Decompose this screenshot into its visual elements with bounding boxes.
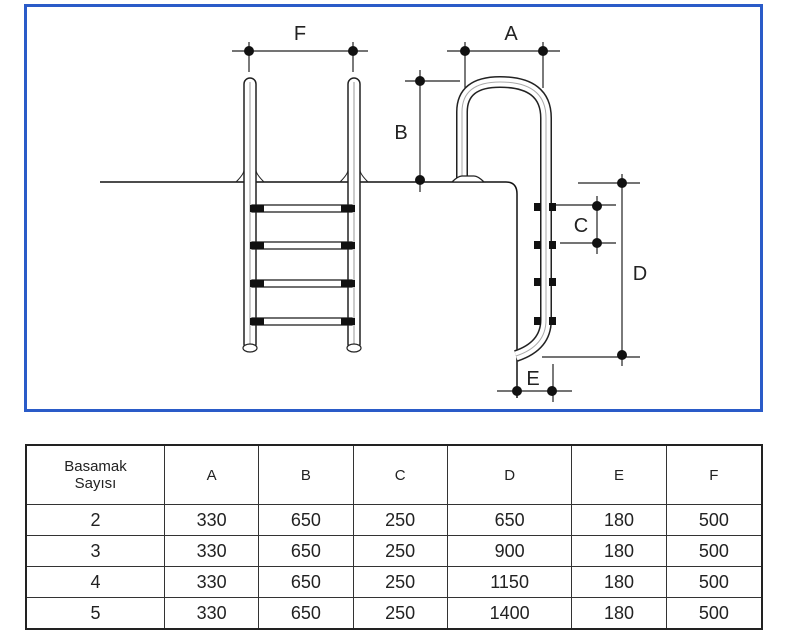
cell-B: 650 [258,504,354,536]
cell-steps: 5 [25,597,165,630]
label-F: F [294,23,306,45]
header-E: E [571,444,667,505]
dimensions-table: Basamak Sayısı A B C D E F 2 330 650 250… [25,444,763,630]
cell-A: 330 [163,504,260,536]
cell-steps: 2 [25,504,165,536]
header-C: C [352,444,448,505]
front-view-ladder [235,77,369,353]
dimension-C: C [556,196,616,254]
header-B: B [258,444,354,505]
cell-D: 650 [446,504,573,536]
cell-steps: 4 [25,566,165,598]
step-bracket [341,242,355,249]
header-A: A [163,444,260,505]
label-D: D [633,263,647,285]
step-bracket [250,318,264,325]
cell-E: 180 [571,504,667,536]
diagram-frame: F A [24,4,763,412]
cell-E: 180 [571,597,667,630]
side-steps [534,203,556,325]
cell-D: 900 [446,535,573,567]
cell-B: 650 [258,597,354,630]
step-bracket [341,318,355,325]
header-step-count: Basamak Sayısı [25,444,165,505]
cell-D: 1400 [446,597,573,630]
step [251,279,353,288]
table-row: 4 330 650 250 1150 180 500 [25,566,763,598]
cell-F: 500 [665,535,763,567]
step-bracket [250,205,264,212]
cell-B: 650 [258,566,354,598]
table-row: 3 330 650 250 900 180 500 [25,535,763,567]
ladder-steps [250,204,355,326]
dimension-F: F [232,23,368,72]
header-F: F [665,444,763,505]
ladder-diagram: F A [100,23,647,402]
cell-A: 330 [163,535,260,567]
label-A: A [504,23,518,45]
step-bracket [341,280,355,287]
step-bracket [250,242,264,249]
dimension-A: A [447,23,560,88]
cell-A: 330 [163,566,260,598]
cell-A: 330 [163,597,260,630]
header-step-count-line2: Sayısı [74,475,117,492]
cell-F: 500 [665,504,763,536]
cell-E: 180 [571,535,667,567]
cell-C: 250 [352,535,448,567]
cell-C: 250 [352,566,448,598]
dimension-B: B [394,70,460,192]
pool-wall-line [420,181,518,398]
table-row: 2 330 650 250 650 180 500 [25,504,763,536]
cell-F: 500 [665,597,763,630]
cell-B: 650 [258,535,354,567]
step [251,317,353,326]
anchor-flange [450,175,486,183]
cell-steps: 3 [25,535,165,567]
step-bracket [250,280,264,287]
step-bracket [341,205,355,212]
step [251,204,353,213]
label-B: B [394,122,407,144]
dimension-E: E [497,364,572,402]
cell-C: 250 [352,597,448,630]
label-E: E [526,368,539,390]
header-step-count-line1: Basamak [64,458,127,475]
cell-F: 500 [665,566,763,598]
dimension-D: D [542,174,647,366]
cell-D: 1150 [446,566,573,598]
table-header-row: Basamak Sayısı A B C D E F [25,444,763,505]
side-view-ladder [450,75,556,362]
cell-C: 250 [352,504,448,536]
step [251,241,353,250]
cell-E: 180 [571,566,667,598]
table-row: 5 330 650 250 1400 180 500 [25,597,763,630]
label-C: C [574,215,588,237]
header-D: D [446,444,573,505]
